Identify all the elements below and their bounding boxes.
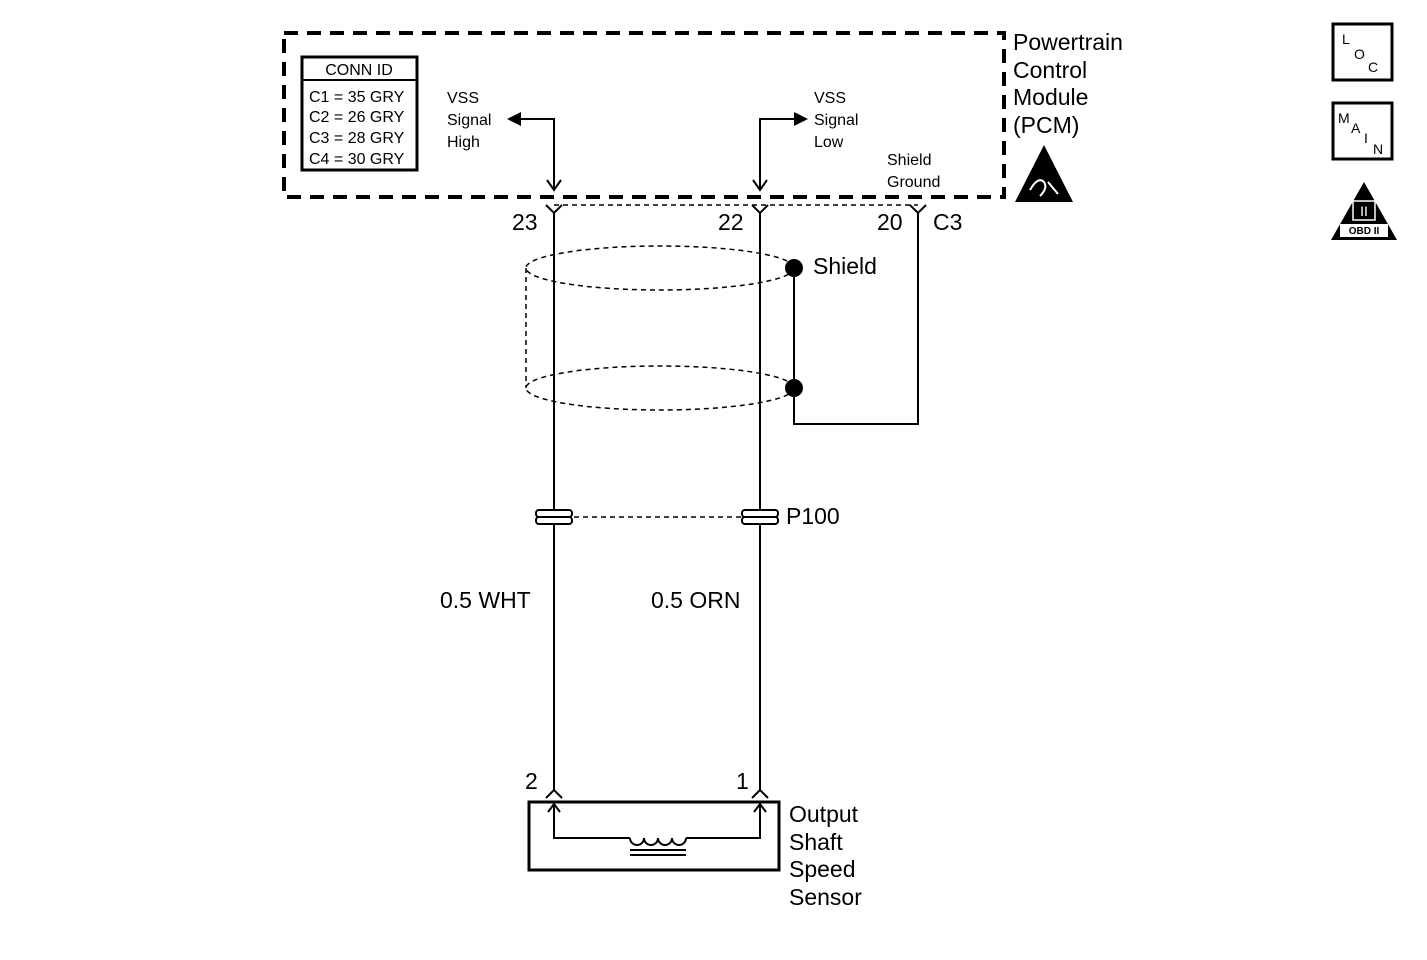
svg-text:(PCM): (PCM): [1013, 112, 1079, 138]
svg-text:Output: Output: [789, 801, 859, 827]
vss-high-arrow: [507, 112, 562, 192]
connector-label-c3: C3: [933, 209, 962, 235]
svg-text:II: II: [1360, 203, 1368, 219]
main-icon[interactable]: M A I N: [1331, 101, 1394, 161]
svg-text:Module: Module: [1013, 84, 1088, 110]
sensor-title: Output Shaft Speed Sensor: [789, 801, 862, 910]
sensor-coil-icon: [547, 802, 767, 856]
svg-text:I: I: [1364, 130, 1368, 146]
loc-icon[interactable]: L O C: [1331, 22, 1394, 82]
vss-signal-low-label: VSS Signal Low: [814, 90, 858, 151]
svg-text:Shield: Shield: [887, 152, 931, 169]
wire-shield-ground: [793, 213, 919, 425]
conn-id-row: C4 = 30 GRY: [309, 151, 405, 168]
svg-text:Low: Low: [814, 134, 844, 151]
sensor-terminal-2: [545, 788, 563, 799]
shield-splice-bottom: [785, 379, 803, 397]
shield-ground-label: Shield Ground: [887, 152, 940, 191]
svg-text:Signal: Signal: [447, 112, 491, 129]
svg-text:Speed: Speed: [789, 856, 856, 882]
shield-cylinder: [525, 245, 795, 411]
wire-label-wht: 0.5 WHT: [440, 587, 531, 613]
esd-sensitive-icon: [1015, 145, 1073, 202]
pcm-terminal-22: [751, 204, 769, 215]
shield-label: Shield: [813, 253, 877, 279]
svg-text:Ground: Ground: [887, 174, 940, 191]
pin-label-20: 20: [877, 209, 903, 235]
inline-connector-label: P100: [786, 503, 840, 529]
wire-label-orn: 0.5 ORN: [651, 587, 740, 613]
shield-splice-top: [785, 259, 803, 277]
svg-text:Sensor: Sensor: [789, 884, 862, 910]
sensor-pin-label-2: 2: [525, 768, 538, 794]
svg-text:Shaft: Shaft: [789, 829, 843, 855]
svg-text:C: C: [1368, 59, 1378, 75]
pcm-module-box: [282, 31, 1006, 199]
pcm-terminal-20: [909, 204, 927, 215]
pcm-terminal-23: [545, 204, 563, 215]
conn-id-row: C1 = 35 GRY: [309, 89, 405, 106]
pin-label-23: 23: [512, 209, 538, 235]
svg-text:A: A: [1351, 120, 1361, 136]
svg-text:M: M: [1338, 110, 1350, 126]
conn-id-header: CONN ID: [325, 62, 393, 79]
inline-connector-p100: [535, 509, 779, 525]
svg-text:High: High: [447, 134, 480, 151]
svg-text:OBD II: OBD II: [1349, 226, 1380, 237]
pin-label-22: 22: [718, 209, 744, 235]
svg-text:N: N: [1373, 141, 1383, 157]
vss-signal-high-label: VSS Signal High: [447, 90, 491, 151]
conn-id-table: CONN ID C1 = 35 GRY C2 = 26 GRY C3 = 28 …: [300, 55, 419, 172]
conn-id-row: C3 = 28 GRY: [309, 130, 405, 147]
output-shaft-speed-sensor-box: [527, 800, 781, 872]
vss-low-arrow: [752, 112, 808, 192]
svg-text:O: O: [1354, 46, 1365, 62]
obd-ii-icon[interactable]: II OBD II: [1331, 182, 1397, 240]
svg-text:Control: Control: [1013, 57, 1087, 83]
sensor-terminal-1: [751, 788, 769, 799]
svg-text:L: L: [1342, 31, 1350, 47]
svg-text:Signal: Signal: [814, 112, 858, 129]
svg-text:VSS: VSS: [447, 90, 479, 107]
svg-text:VSS: VSS: [814, 90, 846, 107]
pcm-title: Powertrain Control Module (PCM): [1013, 29, 1123, 138]
svg-text:Powertrain: Powertrain: [1013, 29, 1123, 55]
conn-id-row: C2 = 26 GRY: [309, 109, 405, 126]
sensor-pin-label-1: 1: [736, 768, 749, 794]
